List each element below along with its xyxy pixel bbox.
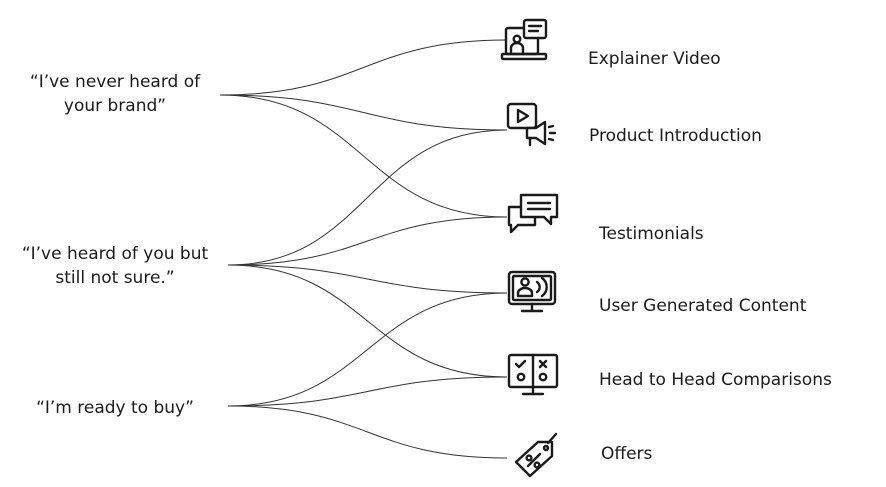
connector-line: [227, 129, 508, 266]
label-product-introduction: Product Introduction: [589, 126, 762, 146]
connector-line: [219, 39, 508, 96]
connector-line: [219, 94, 508, 218]
monitor-user-broadcast-icon: [506, 270, 562, 314]
connector-line: [227, 216, 508, 266]
connector-line: [227, 264, 508, 294]
quote-ready-to-buy: “I’m ready to buy”: [36, 398, 194, 418]
chat-bubbles-icon: [505, 193, 561, 237]
connector-line: [227, 405, 508, 459]
connector-lines: [219, 39, 508, 459]
label-testimonials: Testimonials: [599, 224, 704, 244]
quote-heard-not-sure: “I’ve heard of you but still not sure.”: [21, 244, 209, 288]
connector-line: [219, 94, 508, 131]
connector-line: [227, 376, 508, 407]
discount-tag-icon: [506, 432, 562, 478]
label-offers: Offers: [601, 444, 653, 464]
quote-never-heard: “I’ve never heard of your brand”: [29, 72, 201, 116]
connector-line: [227, 292, 508, 407]
video-megaphone-icon: [505, 102, 561, 147]
label-user-generated-content: User Generated Content: [599, 296, 807, 316]
label-explainer-video: Explainer Video: [588, 49, 721, 69]
comparison-monitor-icon: [506, 353, 562, 397]
connector-line: [227, 264, 508, 378]
label-head-to-head-comparisons: Head to Head Comparisons: [599, 370, 832, 390]
video-presentation-icon: [500, 18, 556, 62]
